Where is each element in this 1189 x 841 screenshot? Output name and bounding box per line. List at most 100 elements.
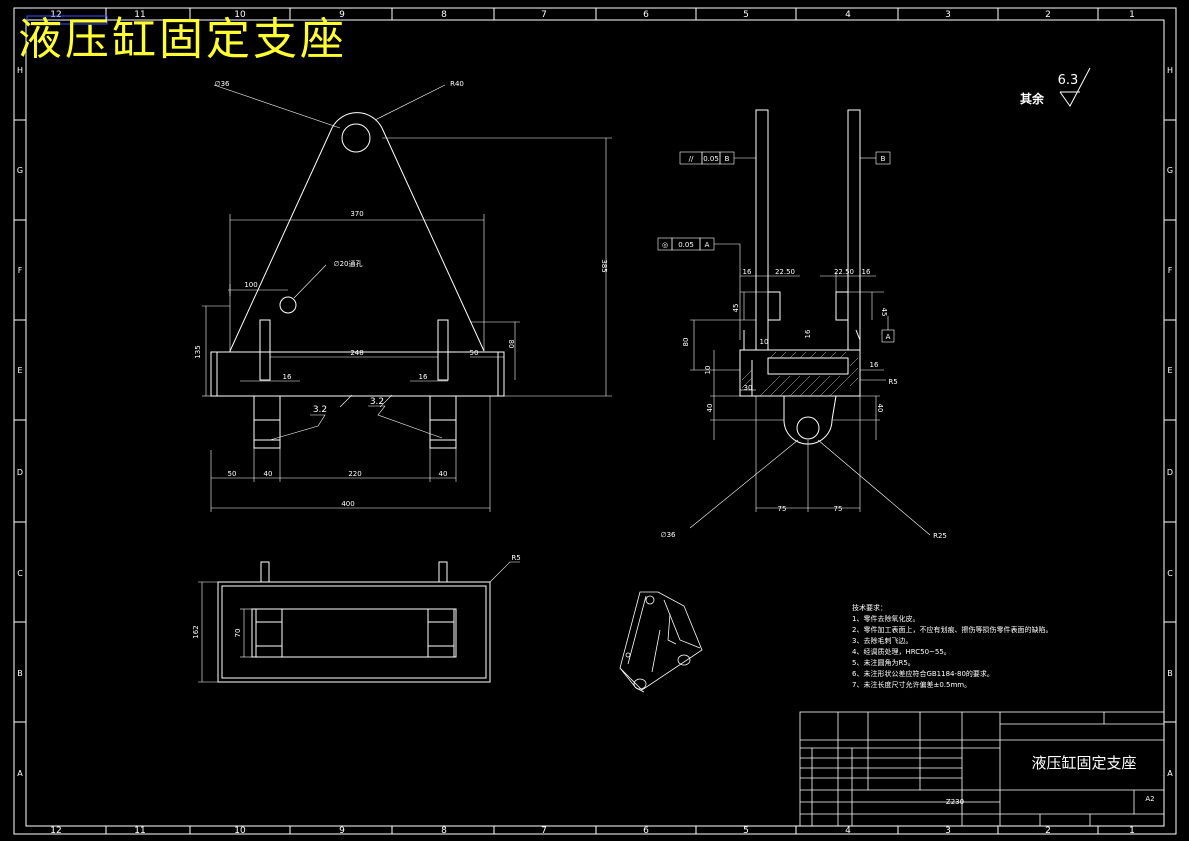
col-num: 6 [643,10,649,20]
column-numbers: 12 11 10 9 8 7 6 5 4 3 2 1 12 11 10 9 8 … [50,10,1135,836]
dim-label: 385 [600,259,608,272]
dim-label: 75 [834,505,843,513]
col-num: 9 [339,826,345,836]
col-num: 9 [339,10,345,20]
front-dimensions [202,84,612,512]
col-num: 12 [50,826,61,836]
tech-note-line: 7、未注长度尺寸允许偏差±0.5mm。 [852,681,972,689]
roughness-value: 6.3 [1058,73,1079,88]
row-letter: H [17,66,23,75]
row-letter: C [17,569,23,578]
col-num: 8 [441,826,447,836]
row-letter: F [1168,266,1173,275]
dim-label: R5 [888,378,897,386]
dim-label: 16 [804,329,812,338]
tech-note-line: 1、零件去除氧化皮。 [852,615,920,623]
dim-label: 45 [880,308,888,317]
top-outline [217,581,491,683]
bottom-lug [783,395,837,445]
dim-label: 40 [439,470,448,478]
row-letters: H G F E D C B A H G F E D C B A [17,66,1173,778]
dim-label: R40 [450,80,464,88]
row-letter: E [17,366,22,375]
col-num: 5 [743,826,749,836]
dim-label: 50 [470,349,479,357]
tech-note-line: 2、零件加工表面上，不应有划痕、擦伤等损伤零件表面的缺陷。 [852,626,1053,634]
col-num: 11 [134,10,145,20]
roughness-label: 3.2 [370,397,384,407]
header-title: 液压缸固定支座 [18,14,347,65]
tech-note-line: 5、未注圆角为R5。 [852,659,915,667]
col-num: 8 [441,10,447,20]
dim-label: 22.50 [834,268,854,276]
row-letter: H [1167,66,1173,75]
col-num: 10 [234,826,246,836]
dim-label: 30 [744,384,753,392]
row-letter: A [17,769,23,778]
dim-label: 400 [341,500,354,508]
side-dim-labels: // 0.05 B B ◎ 0.05 A A 16 22.50 22.50 16… [660,155,946,540]
row-letter: B [1167,669,1173,678]
roughness-label: 3.2 [313,405,327,415]
dim-label: 16 [862,268,871,276]
col-num: 10 [234,10,246,20]
tol-value: 0.05 [703,155,719,163]
roughness-symbol [1059,67,1091,107]
col-num: 12 [50,10,61,20]
sheet-size: A2 [1145,795,1155,803]
dim-label: 16 [743,268,752,276]
dim-label: 40 [264,470,273,478]
dim-label: 70 [234,629,242,638]
isometric-view [619,591,703,693]
dim-label: 50 [228,470,237,478]
tech-note-line: 6、未注形状公差应符合GB1184-80的要求。 [852,670,994,678]
col-num: 4 [845,826,851,836]
col-num: 5 [743,10,749,20]
top-dim-labels: 162 70 R5 [192,554,521,639]
side-dimensions [657,151,931,536]
left-upright [755,109,769,351]
col-num: 1 [1129,10,1135,20]
tech-notes: 技术要求： 1、零件去除氧化皮。 2、零件加工表面上，不应有划痕、擦伤等损伤零件… [852,603,1052,691]
row-letter: F [18,266,23,275]
dim-label: 45 [732,304,740,313]
row-letter: D [17,468,23,477]
dim-label: ∅36 [214,80,230,88]
datum-label: B [881,155,886,163]
col-num: 3 [945,10,951,20]
dim-label: 75 [778,505,787,513]
right-upright [847,109,861,351]
lug-hole [796,416,820,440]
row-letter: B [17,669,23,678]
dim-label: 248 [350,349,363,357]
dim-label: 80 [682,338,690,347]
row-letter: G [1167,166,1173,175]
dim-label: 16 [870,361,879,369]
material-label: Z230 [945,798,965,806]
tech-note-line: 3、去除毛刺飞边。 [852,637,913,645]
col-num: 11 [134,826,145,836]
datum-label: A [886,333,891,341]
tol-symbol: ◎ [662,241,668,249]
dim-label: 22.50 [775,268,795,276]
col-num: 1 [1129,826,1135,836]
col-num: 7 [541,10,547,20]
row-letter: G [17,166,23,175]
tech-note-line: 4、经调质处理，HRC50~55。 [852,648,951,656]
dim-label: 162 [192,625,200,638]
inner-frame [25,19,1165,827]
title-block [799,711,1165,827]
zone-ticks [14,8,1176,834]
tech-notes-title: 技术要求： [852,604,887,612]
dim-label: ∅20通孔 [333,259,362,268]
dim-label: 16 [419,373,428,381]
dim-label: 40 [876,404,884,413]
col-num: 3 [945,826,951,836]
dim-label: 220 [348,470,361,478]
col-num: 6 [643,826,649,836]
dim-label: R25 [933,532,947,540]
side-hole [279,296,297,314]
col-num: 2 [1045,10,1051,20]
triangle-plate-outline [229,112,485,352]
